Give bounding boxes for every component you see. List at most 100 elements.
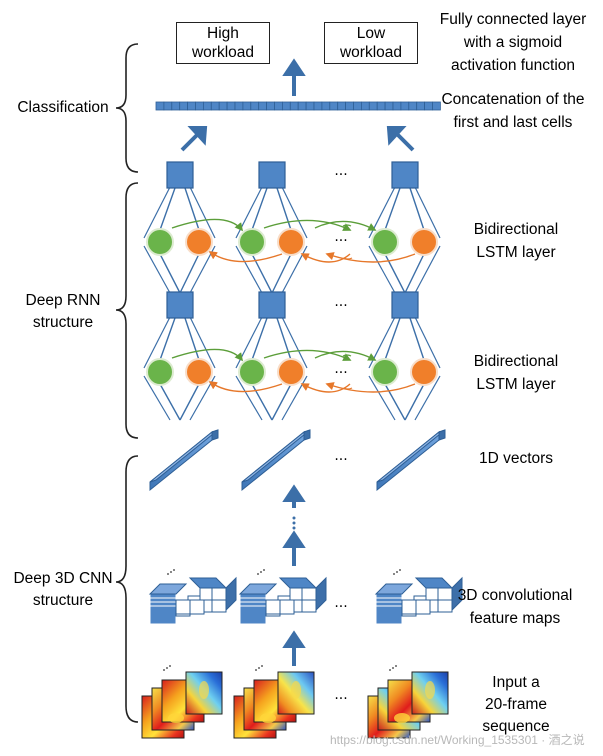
rnn-link	[159, 317, 176, 361]
concat-cell	[297, 101, 307, 111]
rnn-link	[281, 316, 308, 369]
backward-connection-partial	[343, 387, 353, 390]
rnn-link	[189, 186, 216, 239]
concat-cell	[281, 101, 291, 111]
feature-map-side	[225, 576, 237, 612]
concat-cell	[360, 101, 370, 111]
rnn-link	[159, 253, 181, 294]
rnn-link	[414, 375, 441, 421]
hidden-state-block	[258, 291, 286, 319]
feature-map-slab	[239, 605, 267, 625]
ellipsis-conv: ···	[334, 599, 348, 615]
rnn-link	[281, 186, 308, 239]
feature-map-cell	[415, 599, 431, 615]
depth-dots	[263, 569, 265, 571]
label-lstm-layer-2: Bidirectional LSTM layer	[473, 353, 559, 393]
feature-map-slab	[375, 605, 403, 625]
backward-lstm-cell	[410, 228, 438, 256]
rnn-link	[276, 187, 292, 231]
label-classification: Classification	[17, 99, 109, 116]
concat-cell	[329, 101, 339, 111]
vertical-ellipsis	[292, 516, 296, 530]
feature-map-top	[238, 583, 278, 595]
depth-dots	[389, 669, 391, 671]
rnn-link	[404, 383, 425, 421]
concat-cell	[195, 101, 204, 111]
rnn-link	[179, 383, 200, 421]
concat-cell	[384, 101, 394, 111]
forward-connection	[314, 350, 377, 361]
feature-map-slab	[149, 605, 177, 625]
concat-cell	[313, 101, 323, 111]
depth-dots	[260, 571, 262, 573]
concat-cell	[408, 101, 418, 111]
forward-connection-partial	[342, 224, 352, 227]
feature-map-top	[278, 577, 318, 589]
brace-cnn	[115, 455, 139, 723]
stage-arrows	[282, 58, 306, 666]
label-deep-rnn: Deep RNN structure	[25, 292, 101, 331]
rnn-link	[159, 383, 181, 421]
vector-bar-end	[438, 429, 446, 441]
label-lstm-layer-1: Bidirectional LSTM layer	[473, 221, 559, 261]
output-low-workload: Low workload	[324, 22, 418, 64]
depth-dots	[255, 669, 257, 671]
feature-map-top	[414, 577, 454, 589]
rnn-link	[251, 317, 268, 361]
heatmap-blob	[425, 681, 435, 699]
concat-cell	[155, 101, 165, 111]
rnn-link	[409, 317, 425, 361]
concat-cell	[321, 101, 331, 111]
concat-cell	[305, 101, 315, 111]
concatenation-bar	[155, 101, 441, 111]
hidden-state-block	[166, 291, 194, 319]
label-1d-vectors: 1D vectors	[478, 450, 554, 467]
forward-lstm-cell	[238, 358, 266, 386]
rnn-link	[404, 253, 425, 294]
feature-map-cell	[265, 599, 281, 615]
vector-bar-top	[241, 429, 311, 483]
concat-cell	[416, 101, 426, 111]
rnn-link	[235, 375, 263, 421]
feature-map-cell	[301, 587, 317, 601]
depth-dots	[392, 667, 394, 669]
concat-cell	[218, 101, 228, 111]
ellipsis-frames: ···	[334, 691, 348, 707]
backward-connection-partial	[343, 257, 353, 260]
hidden-state-block	[166, 161, 194, 189]
concat-cell	[368, 101, 378, 111]
backward-lstm-cell	[185, 228, 213, 256]
conv-feature-maps	[148, 569, 463, 625]
forward-lstm-cell	[146, 358, 174, 386]
backward-connection	[300, 253, 351, 263]
depth-dots	[393, 573, 395, 575]
rnn-link	[384, 317, 401, 361]
concat-arrows	[180, 126, 415, 152]
hidden-state-block	[258, 161, 286, 189]
forward-connection	[314, 220, 377, 231]
feature-map-cell	[279, 599, 295, 615]
feature-map-side	[315, 576, 327, 612]
rnn-link	[414, 186, 441, 239]
label-input-sequence: Input a 20-frame sequence	[482, 674, 550, 735]
backward-lstm-cell	[410, 358, 438, 386]
hidden-state-block	[391, 161, 419, 189]
rnn-link	[414, 245, 441, 294]
ellipsis-lstm2: ···	[334, 365, 348, 381]
backward-connection	[208, 381, 283, 393]
rnn-link	[271, 383, 292, 421]
concat-cell	[345, 101, 354, 111]
brace-rnn	[115, 182, 139, 439]
backward-lstm-cell	[277, 358, 305, 386]
concat-cell	[400, 101, 410, 111]
depth-dots	[163, 669, 165, 671]
output-high-workload: High workload	[176, 22, 270, 64]
concat-cell	[289, 101, 299, 111]
forward-lstm-cell	[146, 228, 174, 256]
rnn-connections	[143, 186, 441, 421]
depth-dots	[169, 665, 171, 667]
forward-connection	[171, 348, 244, 362]
rnn-link	[271, 253, 292, 294]
feature-map-cell	[175, 599, 191, 615]
vector-bar-top	[149, 429, 219, 483]
